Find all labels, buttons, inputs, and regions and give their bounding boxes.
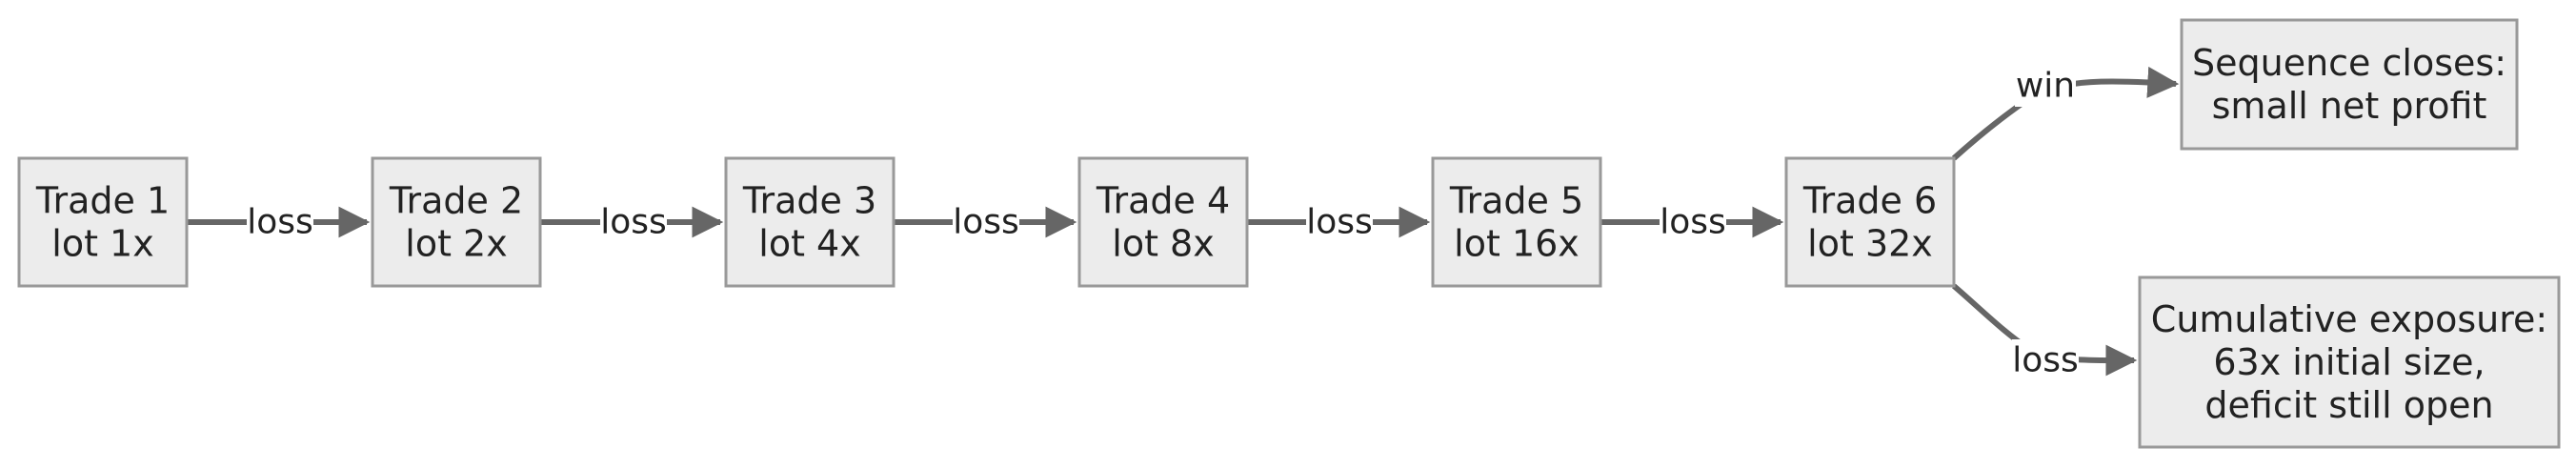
edge-label-background: [2012, 339, 2079, 381]
node-label-line: Sequence closes:: [2192, 42, 2506, 84]
node-label-line: Trade 5: [1449, 180, 1583, 222]
node-label-line: lot 16x: [1454, 223, 1580, 265]
node-label-line: Trade 1: [35, 180, 170, 222]
edge-label-background: [953, 201, 1019, 243]
node-label-line: deficit still open: [2204, 384, 2493, 426]
node-label-line: Trade 6: [1802, 180, 1937, 222]
edge-trade6-to-win-outcome: win: [1951, 65, 2180, 161]
node-box: [371, 156, 542, 288]
edge-label-background: [600, 201, 667, 243]
edge-label: loss: [247, 203, 313, 242]
node-label-line: lot 8x: [1112, 223, 1214, 265]
node-box: [2180, 18, 2519, 151]
node-label-line: lot 1x: [51, 223, 153, 265]
node-label-line: Cumulative exposure:: [2151, 298, 2547, 340]
edge-trade3-to-trade4: loss: [894, 201, 1077, 243]
node-box: [1431, 156, 1602, 288]
edges: loss loss loss loss loss win loss: [187, 65, 2180, 381]
edge-label: loss: [2012, 341, 2079, 380]
edge-label: loss: [953, 203, 1019, 242]
edge-label: loss: [600, 203, 667, 242]
node-loss-outcome: Cumulative exposure:63x initial size,def…: [2138, 275, 2561, 449]
edge-label-background: [247, 201, 313, 243]
edge-label: loss: [1306, 203, 1373, 242]
node-win-outcome: Sequence closes:small net profit: [2180, 18, 2519, 151]
node-box: [724, 156, 896, 288]
edge-label: win: [2016, 67, 2075, 106]
node-label-line: lot 2x: [405, 223, 507, 265]
node-label-line: lot 32x: [1807, 223, 1933, 265]
node-box: [1077, 156, 1249, 288]
node-box: [1784, 156, 1956, 288]
edge-trade2-to-trade3: loss: [540, 201, 724, 243]
edge-label-background: [1660, 201, 1726, 243]
node-label-line: Trade 2: [389, 180, 523, 222]
node-label-line: small net profit: [2212, 85, 2487, 127]
edge-trade1-to-trade2: loss: [187, 201, 371, 243]
edge-trade4-to-trade5: loss: [1247, 201, 1431, 243]
edge-label: loss: [1660, 203, 1726, 242]
edge-label-background: [1306, 201, 1373, 243]
node-label-line: Trade 3: [742, 180, 876, 222]
edge-trade5-to-trade6: loss: [1600, 201, 1784, 243]
node-box: [2138, 275, 2561, 449]
node-label-line: lot 4x: [758, 223, 860, 265]
node-box: [17, 156, 189, 288]
node-label-line: Trade 4: [1096, 180, 1230, 222]
edge-trade6-to-loss-outcome: loss: [1952, 283, 2138, 381]
node-label-line: 63x initial size,: [2213, 341, 2485, 383]
edge-label-background: [2015, 65, 2076, 107]
